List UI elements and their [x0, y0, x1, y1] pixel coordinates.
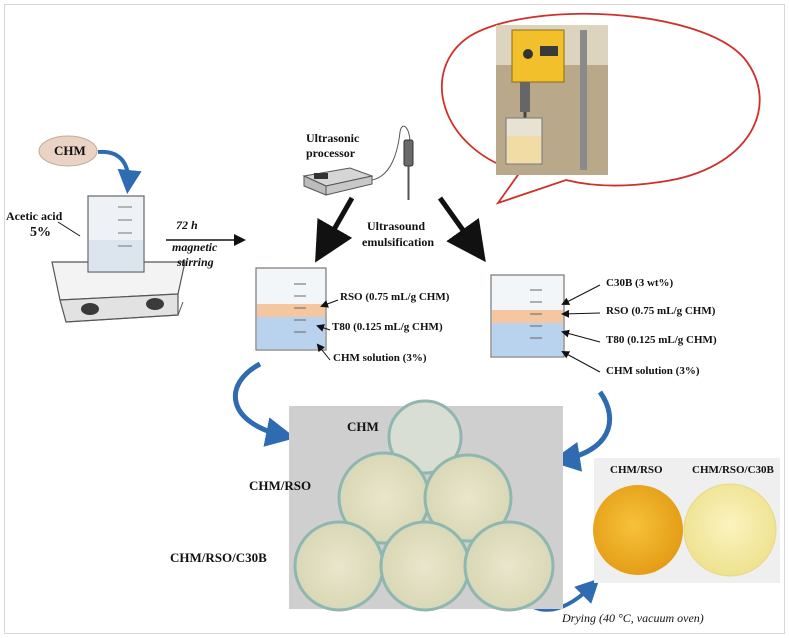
right-rso-label: RSO (0.75 mL/g CHM): [606, 305, 716, 317]
right-emulsion-beaker: [490, 274, 601, 373]
left-rso-label: RSO (0.75 mL/g CHM): [340, 291, 450, 303]
right-c30b-label: C30B (3 wt%): [606, 277, 674, 289]
ultrasonic-processor-device: [302, 125, 414, 200]
dish-chm-rso-label: CHM/RSO: [249, 478, 312, 493]
left-to-dishes-arrow: [233, 361, 296, 447]
drying-label: Drying (40 °C, vacuum oven): [562, 611, 704, 625]
dish-chm-label: CHM: [347, 419, 379, 434]
magnetic-stirrer: [51, 261, 186, 323]
film-chm-rso-label: CHM/RSO: [610, 464, 663, 476]
film-chm-rso-c30b-label: CHM/RSO/C30B: [692, 464, 774, 476]
right-to-dishes-arrow: [550, 390, 612, 472]
ultrasonicator-photo-bubble: [440, 12, 761, 205]
acetic-acid-label: Acetic acid: [6, 209, 63, 223]
left-emulsion-beaker: [255, 267, 339, 361]
dish-chm-rso-c30b-label: CHM/RSO/C30B: [170, 550, 267, 565]
emulsify-line1-label: Ultrasound: [367, 219, 426, 233]
stirring-time-label: 72 h: [176, 218, 198, 232]
chm-bubble: [38, 135, 98, 167]
left-t80-label: T80 (0.125 mL/g CHM): [332, 321, 443, 333]
left-chm-solution-label: CHM solution (3%): [333, 352, 427, 364]
petri-dishes-photo: [289, 399, 563, 612]
right-t80-label: T80 (0.125 mL/g CHM): [606, 334, 717, 346]
chm-label: CHM: [54, 143, 86, 158]
dissolution-beaker: [57, 195, 145, 273]
processor-line1-label: Ultrasonic: [306, 131, 360, 145]
emulsify-line2-label: emulsification: [362, 235, 434, 249]
right-chm-solution-label: CHM solution (3%): [606, 365, 700, 377]
sonication-arrow-right: [437, 196, 486, 263]
processor-line2-label: processor: [306, 146, 356, 160]
stirring-line1-label: magnetic: [172, 240, 218, 254]
chm-to-beaker-arrow: [97, 149, 142, 194]
acetic-percent-label: 5%: [30, 225, 51, 240]
stirring-line2-label: stirring: [177, 255, 214, 269]
sonication-arrow-left: [315, 196, 355, 263]
dried-films-photo: [593, 458, 780, 583]
figure-frame: [4, 4, 785, 634]
